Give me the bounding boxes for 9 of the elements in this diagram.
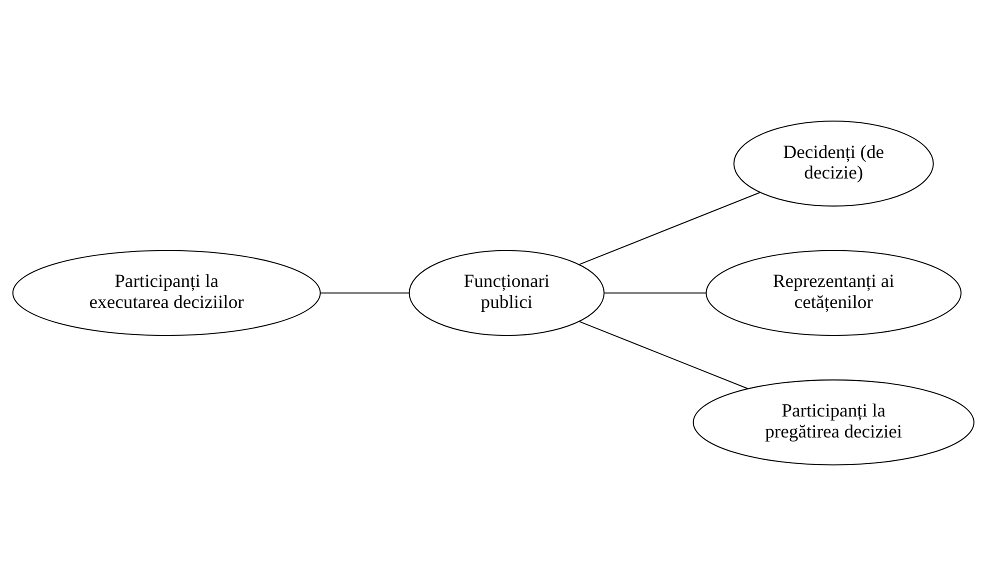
node-ellipse: Participanți la executarea deciziilor: [12, 250, 321, 336]
node-ellipse: Participanți la pregătirea deciziei: [692, 379, 974, 466]
connector: [320, 292, 410, 294]
node-ellipse: Reprezentanți ai cetățenilor: [706, 250, 962, 336]
connector: [604, 292, 706, 294]
connector: [579, 192, 760, 265]
node-ellipse: Funcționari publici: [408, 250, 605, 336]
node-ellipse: Decidenți (de decizie): [733, 120, 934, 207]
connector: [579, 321, 748, 390]
